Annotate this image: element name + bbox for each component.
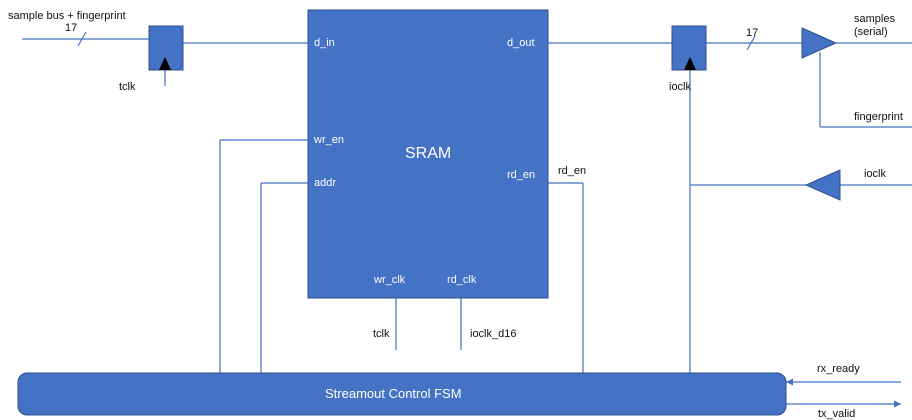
sram-pin-rd-clk: rd_clk (447, 274, 477, 286)
tclk-bottom-label: tclk (373, 328, 390, 340)
sram-pin-d-out: d_out (507, 37, 535, 49)
sram-pin-wr-clk: wr_clk (374, 274, 406, 286)
sram-title: SRAM (405, 145, 452, 162)
samples-serial-label: samples (serial) (854, 13, 895, 38)
bus-width-out-label: 17 (746, 27, 759, 39)
clock-edge-icon (159, 57, 171, 70)
ioclk-ff-label: ioclk (669, 81, 692, 93)
bus-slash-out (746, 35, 756, 51)
rx-ready-label: rx_ready (817, 363, 860, 375)
tclk-ff-label: tclk (119, 81, 136, 93)
bus-width-in-label: 17 (65, 22, 78, 34)
ioclk-buffer-icon (804, 169, 841, 201)
sram-block (307, 9, 549, 299)
fsm-block (17, 372, 787, 416)
sram-pin-d-in: d_in (314, 37, 335, 49)
rx-ready-arrow-icon (786, 378, 793, 386)
sample-bus-label: sample bus + fingerprint (8, 10, 126, 22)
ioclk-input-label: ioclk (864, 168, 887, 180)
sram-pin-rd-en: rd_en (507, 169, 536, 181)
clock-edge-icon (684, 57, 696, 70)
tx-valid-arrow-icon (894, 400, 901, 408)
fingerprint-label: fingerprint (854, 111, 903, 123)
fsm-title: Streamout Control FSM (325, 386, 462, 401)
sram-pin-addr: addr (314, 177, 337, 189)
output-buffer-icon (801, 27, 838, 59)
bus-slash-in (77, 31, 87, 47)
ioclk-d16-label: ioclk_d16 (470, 328, 517, 340)
rd-en-external-label: rd_en (558, 165, 587, 177)
sram-pin-wr-en: wr_en (314, 134, 344, 146)
tx-valid-label: tx_valid (818, 408, 856, 420)
